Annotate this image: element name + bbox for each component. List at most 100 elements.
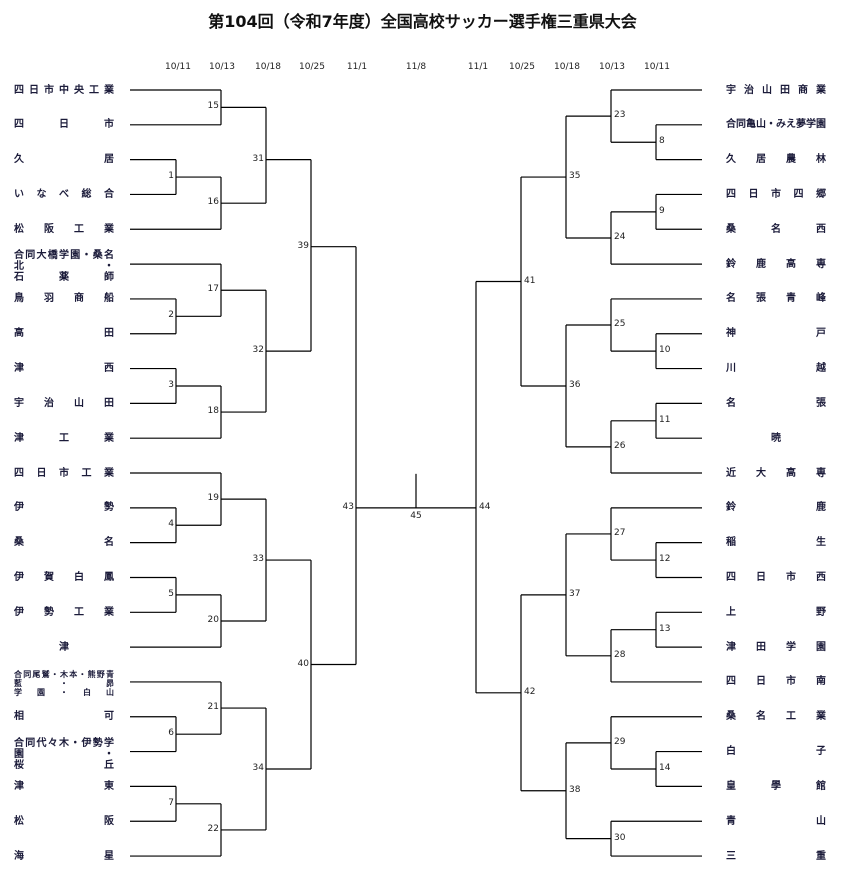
match-number: 22 bbox=[207, 823, 219, 834]
team-name: 川越 bbox=[726, 363, 826, 375]
team-name: 松阪 bbox=[14, 815, 114, 827]
match-number: 38 bbox=[569, 784, 581, 795]
round-date: 10/13 bbox=[209, 62, 235, 72]
round-date: 10/18 bbox=[255, 62, 281, 72]
round-date: 10/13 bbox=[599, 62, 625, 72]
team-name: 桑名西 bbox=[726, 223, 826, 235]
match-number: 44 bbox=[479, 501, 491, 512]
match-number: 13 bbox=[659, 623, 671, 634]
match-number: 15 bbox=[207, 101, 219, 112]
team-name: 桑名 bbox=[14, 537, 114, 549]
match-number: 2 bbox=[168, 310, 174, 321]
team-name: 鈴鹿高専 bbox=[726, 258, 826, 270]
team-name: 津西 bbox=[14, 363, 114, 375]
match-number: 30 bbox=[614, 832, 626, 843]
team-name: 青山 bbox=[726, 815, 826, 827]
team-name: 四日市南 bbox=[726, 676, 826, 688]
match-number: 41 bbox=[524, 275, 536, 286]
match-number: 34 bbox=[252, 762, 264, 773]
match-number: 8 bbox=[659, 136, 665, 147]
team-name: 久居農林 bbox=[726, 154, 826, 166]
team-name: 神戸 bbox=[726, 328, 826, 340]
match-number: 10 bbox=[659, 345, 671, 356]
team-name: 伊賀白鳳 bbox=[14, 571, 114, 583]
team-name: 四日市中央工業 bbox=[14, 84, 114, 96]
match-number: 16 bbox=[207, 197, 219, 208]
match-number: 37 bbox=[569, 588, 581, 599]
round-date: 10/25 bbox=[299, 62, 325, 72]
match-number: 1 bbox=[168, 171, 174, 182]
team-name: 合同尾鷲・木本・熊野青藍・昴 学園・白山 bbox=[14, 669, 114, 697]
match-number: 24 bbox=[614, 231, 626, 242]
team-name: 高田 bbox=[14, 328, 114, 340]
match-number: 20 bbox=[207, 615, 219, 625]
team-name: 伊勢 bbox=[14, 502, 114, 514]
round-date: 11/8 bbox=[405, 62, 427, 72]
round-date: 10/18 bbox=[554, 62, 580, 72]
match-number: 4 bbox=[168, 519, 174, 530]
team-name: 海星 bbox=[14, 850, 114, 862]
match-number: 14 bbox=[659, 762, 671, 773]
team-name: 宇治山田 bbox=[14, 397, 114, 409]
match-number: 26 bbox=[614, 440, 626, 451]
page-title: 第104回（令和7年度）全国高校サッカー選手権三重県大会 bbox=[208, 12, 637, 31]
team-name: 四日市四郷 bbox=[726, 188, 826, 200]
team-name: 桑名工業 bbox=[726, 711, 826, 723]
match-number: 11 bbox=[659, 414, 671, 425]
match-number: 35 bbox=[569, 171, 581, 182]
round-date: 11/1 bbox=[346, 62, 368, 72]
team-name: 合同代々木・伊勢学園・ 桜丘 bbox=[14, 737, 114, 771]
team-name: 津工業 bbox=[14, 432, 114, 444]
team-name: 四日市西 bbox=[726, 571, 826, 583]
match-number: 27 bbox=[614, 527, 626, 538]
match-number: 7 bbox=[168, 797, 174, 808]
match-number: 21 bbox=[207, 702, 219, 713]
team-name: 合同亀山・みえ夢学園 bbox=[726, 119, 826, 131]
match-number: 23 bbox=[614, 110, 626, 121]
team-name: 三重 bbox=[726, 850, 826, 862]
round-date: 11/1 bbox=[467, 62, 489, 72]
match-number: 12 bbox=[659, 554, 671, 565]
round-date: 10/11 bbox=[165, 62, 191, 72]
round-date: 10/11 bbox=[644, 62, 670, 72]
round-date: 10/25 bbox=[509, 62, 535, 72]
team-name: 津 bbox=[59, 641, 69, 653]
team-name: 松阪工業 bbox=[14, 223, 114, 235]
team-name: 宇治山田商業 bbox=[726, 84, 826, 96]
match-number: 9 bbox=[659, 205, 665, 216]
match-number: 29 bbox=[614, 736, 626, 747]
match-number: 33 bbox=[252, 554, 264, 565]
team-name: 鈴鹿 bbox=[726, 502, 826, 514]
team-name: 津田学園 bbox=[726, 641, 826, 653]
team-name: 四日市 bbox=[14, 119, 114, 131]
team-name: 名張 bbox=[726, 397, 826, 409]
team-name: 暁 bbox=[771, 432, 781, 444]
match-number: 25 bbox=[614, 319, 626, 330]
match-number: 17 bbox=[207, 284, 219, 295]
team-name: 相可 bbox=[14, 711, 114, 723]
team-name: 名張青峰 bbox=[726, 293, 826, 305]
match-number: 28 bbox=[614, 649, 626, 660]
team-name: 皇學館 bbox=[726, 780, 826, 792]
team-name: 合同大橋学園・桑名北・ 石薬師 bbox=[14, 250, 114, 284]
match-number: 43 bbox=[342, 501, 354, 512]
team-name: 四日市工業 bbox=[14, 467, 114, 479]
team-name: 津東 bbox=[14, 780, 114, 792]
team-name: 鳥羽商船 bbox=[14, 293, 114, 305]
match-number: 31 bbox=[252, 153, 264, 164]
match-number: 40 bbox=[297, 658, 309, 669]
match-number: 32 bbox=[252, 345, 264, 356]
match-number: 39 bbox=[297, 240, 309, 251]
match-number: 19 bbox=[207, 493, 219, 504]
team-name: いなべ総合 bbox=[14, 188, 114, 200]
match-number: 18 bbox=[207, 406, 219, 417]
team-name: 近大高専 bbox=[726, 467, 826, 479]
team-name: 稲生 bbox=[726, 537, 826, 549]
team-name: 上野 bbox=[726, 606, 826, 618]
team-name: 白子 bbox=[726, 746, 826, 758]
match-number: 5 bbox=[168, 588, 174, 599]
final-match-number: 45 bbox=[410, 510, 422, 521]
match-number: 36 bbox=[569, 379, 581, 390]
match-number: 6 bbox=[168, 728, 174, 739]
